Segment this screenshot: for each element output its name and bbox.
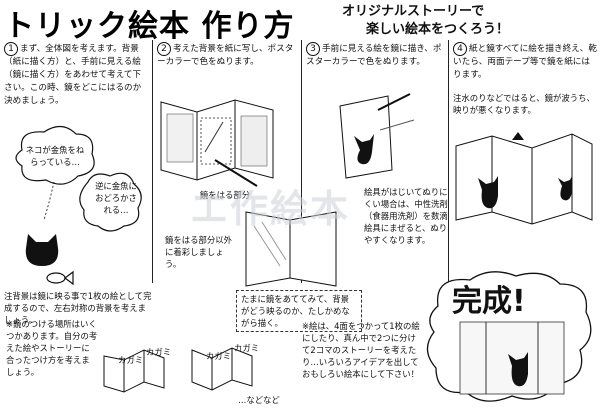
cat-icon — [25, 234, 59, 266]
step-3-number: 3 — [306, 42, 320, 56]
finished-label: 完成! — [452, 284, 526, 319]
bottom-right-note: ※絵は、4面をつかって1枚の絵にしたり、真ん中で2つに分けて2コマのストーリーを… — [302, 321, 420, 379]
bubble-2-text: 逆に金魚におどろかされる… — [95, 181, 137, 215]
subtitle-line-1: オリジナルストーリーで — [342, 4, 485, 19]
step-3-tip: 絵具がはじいてぬりにくい場合は、中性洗剤（食器用洗剤）を数滴絵具にまぜると、ぬり… — [364, 187, 448, 245]
bottom-left-note: ※鏡のつける場所はいくつかあります。自分の考えた絵やストーリーに合ったつけ方を考… — [6, 319, 98, 377]
step-2-tip: たまに鏡をあててみて、背景がどう映るのか、たしかめながら描く。 — [236, 290, 362, 332]
panel-divider — [152, 40, 153, 283]
kagami-label-3: カガミ — [206, 351, 232, 361]
kagami-label-2: カガミ — [146, 347, 172, 357]
step-2-description: 考えた背景を紙に写し、ポスターカラーで色をぬります。 — [157, 44, 294, 67]
step-1-note: 注背景は鏡に映る事で1枚の絵として完成するので、左右対称の背景を考えましょう。 — [4, 291, 152, 325]
subtitle-line-2: 楽しい絵本をつくろう！ — [366, 22, 510, 37]
page-title: トリック絵本 作り方 — [4, 9, 295, 44]
mirror-placement-examples — [103, 347, 253, 393]
step-4-number: 4 — [453, 42, 467, 56]
outside-area-label: 鏡をはる部分以外に着彩しましょう。 — [165, 235, 232, 269]
mirror-panel-illustration — [245, 211, 337, 287]
step-2-number: 2 — [157, 42, 171, 56]
mirror-area-label: 鏡をはる部分 — [199, 190, 251, 200]
etc-label: …などなど — [238, 395, 280, 405]
panel-divider — [448, 40, 449, 283]
fish-icon — [46, 270, 74, 286]
step-4-illustration — [455, 132, 593, 225]
bubble-1-text: ネコが金魚をねらっている… — [25, 145, 85, 167]
step-3-illustration — [339, 93, 415, 179]
step-1-illustration — [15, 125, 142, 286]
panel-divider — [301, 40, 302, 283]
step-2-illustration — [160, 99, 274, 187]
step-1-description: まず、全体図を考えます。背景（紙に描く方）と、手前に見える絵（鏡に描く方）をあわ… — [4, 44, 142, 106]
kagami-label-1: カガミ — [118, 355, 144, 365]
step-1-number: 1 — [4, 42, 18, 56]
step-4-description: 紙と鏡すべてに絵を描き終え、乾いたら、両面テープ等で鏡を紙にはります。 — [453, 44, 597, 80]
finished-illustration — [426, 271, 592, 402]
step-3-description: 手前に見える絵を鏡に描き、ポスターカラーで色をぬります。 — [306, 44, 442, 67]
watermark: エ作絵本 — [190, 187, 351, 231]
step-4-note: 注水のりなどではると、鏡が波うち、映りが悪くなります。 — [453, 93, 595, 115]
kagami-label-4: カガミ — [234, 343, 260, 353]
